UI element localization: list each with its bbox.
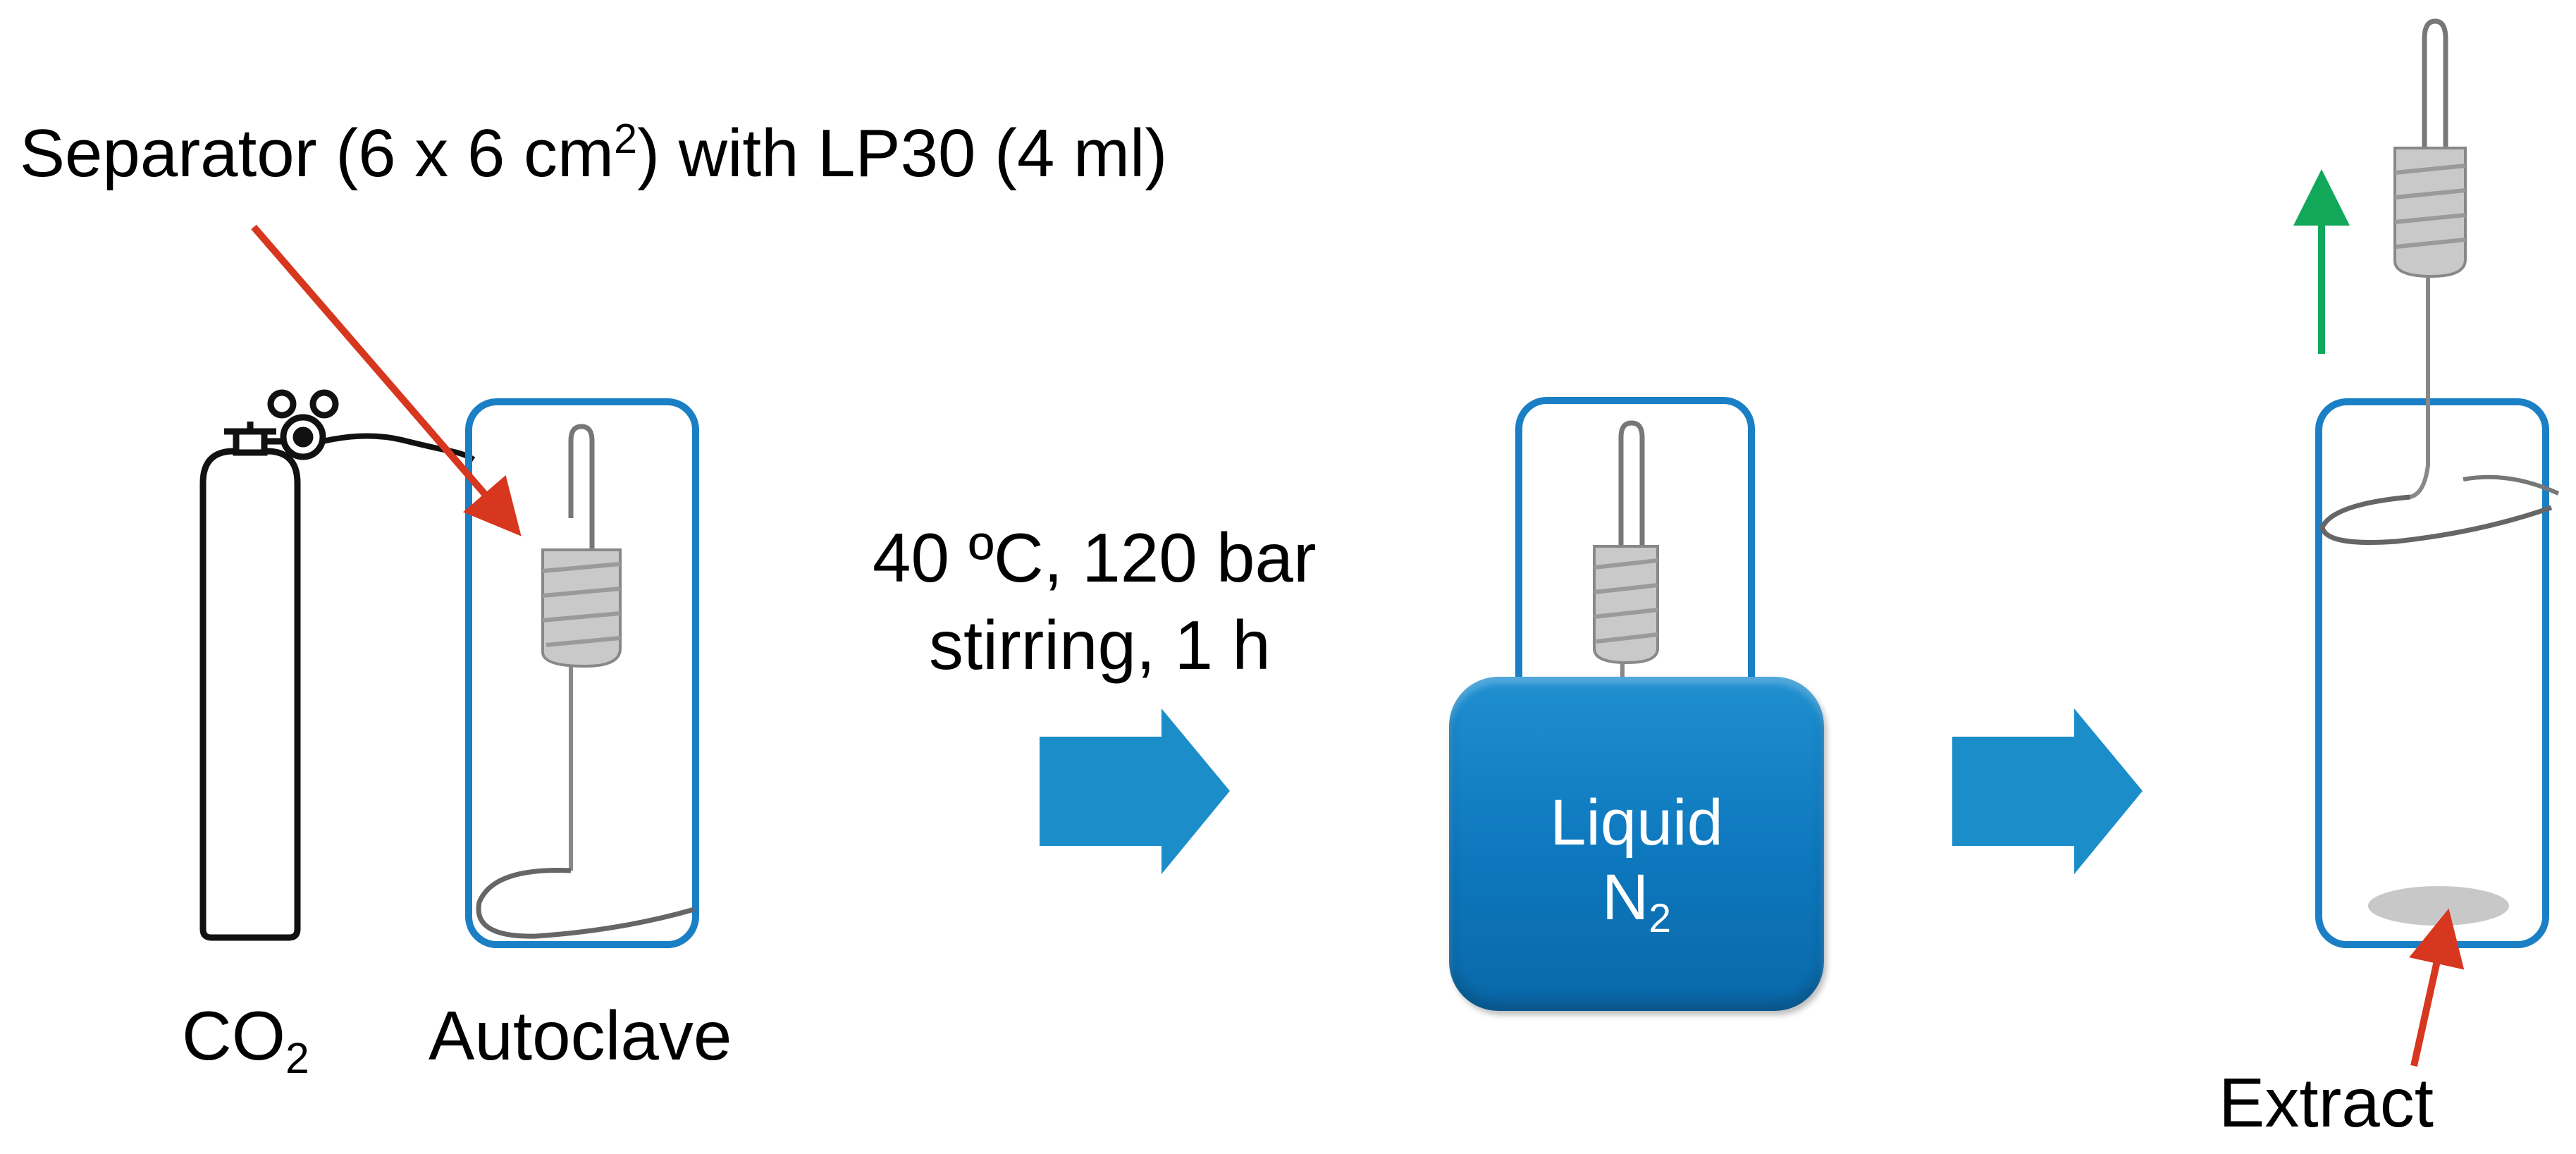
liquid-nitrogen-bath: Liquid N2 [1449,677,1824,1011]
extract-label: Extract [2219,1064,2434,1141]
autoclave-label: Autoclave [429,997,732,1074]
pointer-arrow-extract [2409,908,2465,1067]
autoclave-vessel [465,398,699,948]
conditions-line-2: stirring, 1 h [929,606,1271,684]
separator-roll-icon [476,424,695,939]
separator-caption-superscript: 2 [614,115,638,163]
pointer-arrow-separator [251,224,522,536]
liquid-nitrogen-line-2: N2 [1449,861,1824,941]
process-arrow-1 [1040,708,1230,874]
co2-label: CO2 [182,1001,309,1080]
liquid-nitrogen-label: Liquid N2 [1449,786,1824,941]
gas-cylinder-icon [199,389,476,941]
separator-roll-icon [2319,18,2560,545]
separator-caption-rest: ) with LP30 (4 ml) [637,116,1168,191]
separator-roll-icon [1593,420,1659,687]
extract-spot [2368,886,2509,926]
process-arrow-2 [1952,708,2143,874]
liquid-nitrogen-line-1: Liquid [1550,787,1723,859]
separator-caption: Separator (6 x 6 cm2) with LP30 (4 ml) [20,118,1167,188]
extract-vessel [2315,398,2549,948]
separator-caption-text: Separator (6 x 6 cm [20,116,614,191]
co2-label-subscript: 2 [285,1034,309,1083]
conditions-line-1: 40 ºC, 120 bar [873,519,1317,596]
nitrogen-symbol: N [1601,861,1649,933]
nitrogen-subscript: 2 [1648,896,1672,942]
co2-label-main: CO [182,997,285,1074]
